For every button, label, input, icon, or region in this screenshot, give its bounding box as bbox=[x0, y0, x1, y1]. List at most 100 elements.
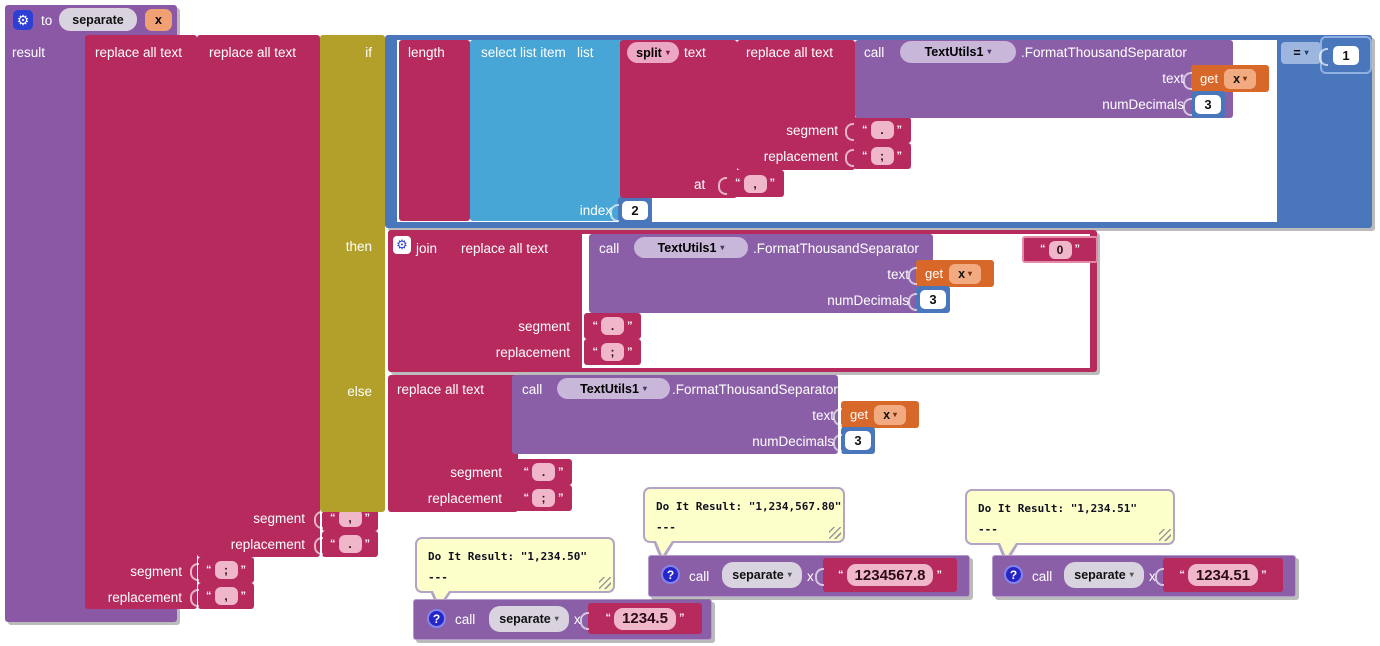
variable-dropdown[interactable]: x▾ bbox=[874, 404, 907, 425]
do-it-comment-balloon[interactable]: Do It Result: "1,234.51" --- bbox=[965, 489, 1175, 545]
string-field[interactable]: , bbox=[214, 587, 238, 605]
number-block[interactable]: 3 bbox=[1183, 91, 1225, 118]
question-icon[interactable]: ? bbox=[1004, 565, 1023, 584]
replace-all-text-condition-block[interactable] bbox=[737, 40, 855, 170]
text-input-label: text bbox=[684, 45, 706, 60]
join-label: join bbox=[416, 241, 438, 256]
if-then-else-block[interactable] bbox=[320, 35, 385, 512]
number-field[interactable]: 2 bbox=[622, 201, 648, 220]
procedure-name: separate bbox=[1074, 568, 1126, 582]
mutator-gear-icon[interactable]: ⚙ bbox=[13, 10, 33, 30]
string-field[interactable]: . bbox=[532, 463, 555, 481]
replace-all-text-then-block[interactable] bbox=[452, 234, 582, 368]
text-string-block[interactable]: “ 1234.5 ” bbox=[580, 603, 702, 634]
procedure-dropdown[interactable]: separate ▾ bbox=[489, 606, 569, 632]
string-field[interactable]: ; bbox=[601, 343, 624, 361]
text-string-block[interactable]: “ . ” bbox=[314, 531, 378, 557]
get-label: get bbox=[850, 407, 869, 422]
number-field[interactable]: 1 bbox=[1333, 45, 1359, 65]
component-dropdown[interactable]: TextUtils1 ▾ bbox=[634, 237, 748, 258]
text-string-block[interactable]: “ ; ” bbox=[845, 143, 911, 169]
open-quote: “ bbox=[838, 568, 844, 581]
resize-handle[interactable] bbox=[829, 527, 841, 539]
string-field[interactable]: 1234.5 bbox=[614, 607, 676, 630]
procedure-name-field[interactable]: separate bbox=[59, 8, 137, 31]
text-string-block[interactable]: “ , ” bbox=[718, 170, 784, 197]
question-icon[interactable]: ? bbox=[427, 609, 446, 628]
variable-dropdown[interactable]: x▾ bbox=[1224, 68, 1257, 89]
do-it-comment-balloon[interactable]: Do It Result: "1,234,567.80" --- bbox=[643, 487, 845, 543]
call-label: call bbox=[455, 612, 476, 627]
question-icon[interactable]: ? bbox=[661, 565, 680, 584]
chevron-down-icon: ▾ bbox=[787, 570, 792, 579]
procedure-dropdown[interactable]: separate ▾ bbox=[722, 562, 802, 588]
component-dropdown[interactable]: TextUtils1 ▾ bbox=[557, 378, 670, 399]
string-field[interactable]: 1234.51 bbox=[1187, 564, 1259, 586]
string-field[interactable]: . bbox=[338, 535, 362, 553]
number-block[interactable]: 3 bbox=[833, 427, 875, 454]
text-string-block[interactable]: “ ; ” bbox=[515, 485, 572, 511]
mutator-gear-icon[interactable]: ⚙ bbox=[393, 236, 411, 254]
replace-label: replace all text bbox=[746, 45, 834, 60]
string-field[interactable]: ; bbox=[214, 561, 238, 579]
component-dropdown[interactable]: TextUtils1 ▾ bbox=[900, 41, 1016, 63]
get-variable-block[interactable]: get x▾ bbox=[1183, 65, 1269, 92]
do-it-result-text: Do It Result: "1,234,567.80" bbox=[656, 500, 842, 513]
text-string-block[interactable]: “ . ” bbox=[845, 117, 911, 143]
equals-operator: = bbox=[1293, 46, 1301, 60]
open-quote: “ bbox=[1040, 243, 1046, 255]
resize-handle[interactable] bbox=[599, 577, 611, 589]
number-field[interactable]: 3 bbox=[920, 290, 946, 309]
procedure-dropdown[interactable]: separate ▾ bbox=[1064, 562, 1144, 588]
text-string-block[interactable]: “ . ” bbox=[584, 313, 641, 339]
string-field[interactable]: . bbox=[870, 121, 894, 139]
param-label: x bbox=[1149, 569, 1156, 584]
open-quote: “ bbox=[206, 589, 212, 602]
operator-dropdown[interactable]: = ▾ bbox=[1281, 42, 1321, 64]
number-field[interactable]: 3 bbox=[845, 431, 871, 450]
text-string-block[interactable]: “ ; ” bbox=[190, 557, 254, 583]
number-block[interactable]: 3 bbox=[908, 286, 950, 313]
do-it-comment-balloon[interactable]: Do It Result: "1,234.50" --- bbox=[415, 537, 615, 593]
replace-all-text-outer-block[interactable] bbox=[85, 35, 197, 609]
string-field[interactable]: . bbox=[601, 317, 624, 335]
number-block[interactable]: 1 bbox=[1319, 41, 1365, 69]
string-field[interactable]: 0 bbox=[1048, 240, 1072, 259]
text-input-label: text bbox=[887, 267, 909, 282]
procedure-name: separate bbox=[72, 12, 124, 27]
replace-all-text-else-block[interactable] bbox=[388, 375, 518, 512]
chevron-down-icon: ▾ bbox=[642, 383, 647, 393]
component-name: TextUtils1 bbox=[580, 381, 639, 396]
chevron-down-icon: ▾ bbox=[1304, 48, 1309, 57]
string-field[interactable]: ; bbox=[532, 489, 555, 507]
get-variable-block[interactable]: get x▾ bbox=[908, 260, 994, 287]
number-block[interactable]: 2 bbox=[610, 197, 652, 224]
variable-dropdown[interactable]: x▾ bbox=[949, 263, 982, 284]
string-field[interactable]: , bbox=[338, 509, 362, 527]
open-quote: “ bbox=[592, 319, 599, 332]
text-string-block-zero[interactable]: “ 0 ” bbox=[1022, 236, 1098, 263]
string-field[interactable]: ; bbox=[870, 147, 894, 165]
method-name: .FormatThousandSeparator bbox=[1021, 45, 1187, 60]
split-label: split bbox=[636, 45, 662, 60]
chevron-down-icon: ▾ bbox=[665, 47, 670, 57]
text-string-block[interactable]: “ 1234567.8 ” bbox=[815, 558, 957, 592]
length-block[interactable] bbox=[399, 40, 470, 221]
text-string-block[interactable]: “ , ” bbox=[190, 583, 254, 609]
get-variable-block[interactable]: get x▾ bbox=[833, 401, 919, 428]
number-field[interactable]: 3 bbox=[1195, 95, 1221, 114]
split-block[interactable] bbox=[620, 40, 737, 198]
string-field[interactable]: , bbox=[743, 174, 767, 193]
resize-handle[interactable] bbox=[1159, 529, 1171, 541]
string-field[interactable]: 1234567.8 bbox=[846, 564, 934, 586]
variable-name: x bbox=[1233, 71, 1241, 86]
text-string-block[interactable]: “ . ” bbox=[515, 459, 572, 485]
parameter-chip-x[interactable]: x bbox=[145, 9, 172, 31]
open-quote: “ bbox=[1179, 568, 1185, 581]
split-dropdown[interactable]: split ▾ bbox=[627, 42, 679, 63]
call-label: call bbox=[1032, 569, 1053, 584]
text-string-block[interactable]: “ 1234.51 ” bbox=[1155, 558, 1283, 592]
replace-all-text-inner-block[interactable] bbox=[197, 35, 320, 557]
get-label: get bbox=[1200, 71, 1219, 86]
text-string-block[interactable]: “ ; ” bbox=[584, 339, 641, 365]
